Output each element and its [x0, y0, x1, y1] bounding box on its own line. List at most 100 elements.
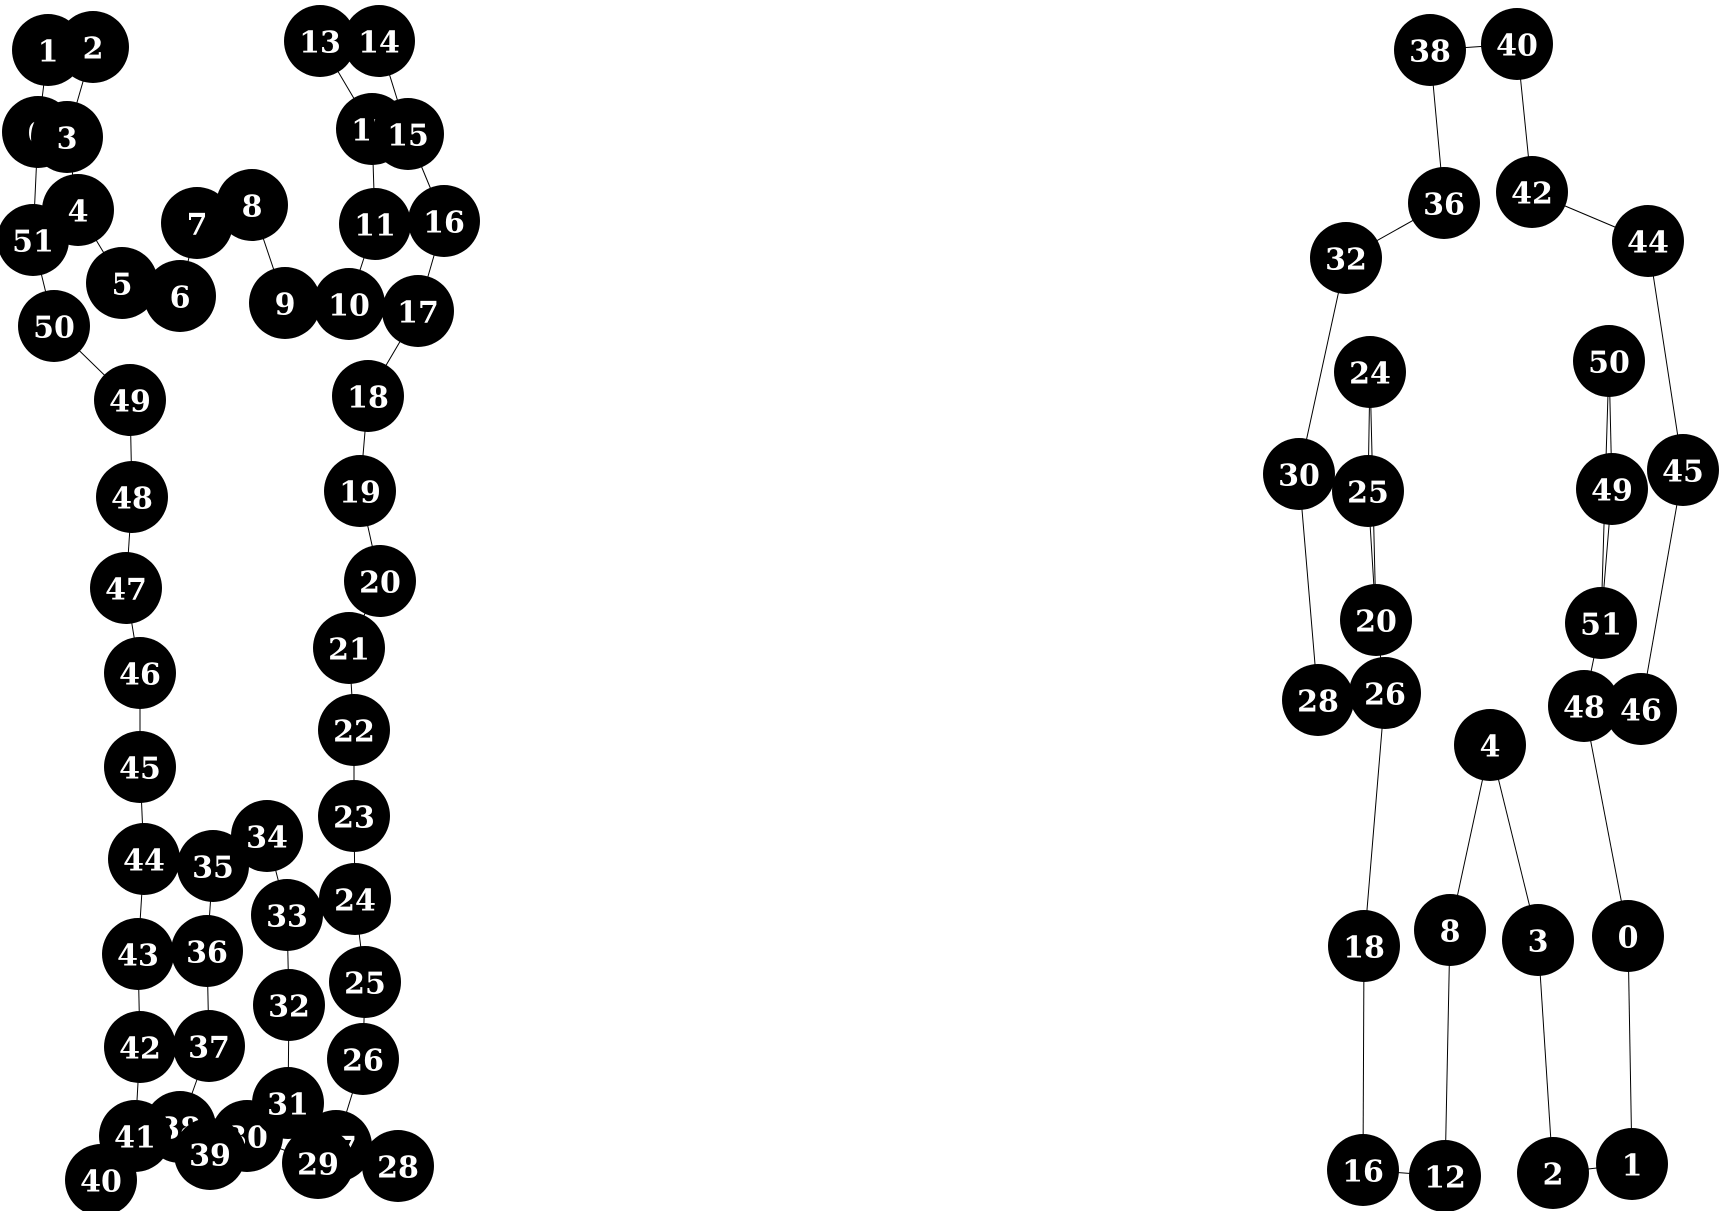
right-node-25: 25 [1332, 455, 1404, 527]
node-circle [1576, 453, 1648, 525]
node-label: 49 [1591, 474, 1633, 509]
node-label: 47 [105, 573, 147, 608]
left-node-5: 5 [86, 247, 158, 319]
node-circle [94, 364, 166, 436]
node-circle [104, 637, 176, 709]
node-label: 14 [358, 26, 400, 61]
node-circle [1592, 900, 1664, 972]
node-label: 33 [266, 900, 308, 935]
node-label: 34 [246, 821, 288, 856]
node-label: 40 [80, 1165, 122, 1200]
node-circle [1548, 670, 1620, 742]
right-node-49: 49 [1576, 453, 1648, 525]
node-circle [144, 260, 216, 332]
right-node-38: 38 [1394, 14, 1466, 86]
node-label: 0 [1618, 921, 1639, 956]
left-node-14: 14 [343, 5, 415, 77]
node-circle [329, 946, 401, 1018]
node-circle [231, 800, 303, 872]
left-node-42: 42 [104, 1011, 176, 1083]
node-circle [1414, 894, 1486, 966]
node-circle [102, 918, 174, 990]
node-circle [1517, 1137, 1589, 1209]
node-label: 42 [119, 1032, 161, 1067]
right-node-42: 42 [1496, 156, 1568, 228]
left-node-29: 29 [282, 1127, 354, 1199]
right-edge-12-8 [1444, 929, 1451, 1177]
node-label: 17 [397, 296, 439, 331]
right-edge-30-28 [1298, 473, 1319, 701]
node-label: 32 [1325, 243, 1367, 278]
node-circle [1409, 1140, 1481, 1211]
node-circle [90, 552, 162, 624]
node-label: 9 [275, 288, 296, 323]
left-node-44: 44 [108, 823, 180, 895]
right-node-24: 24 [1334, 336, 1406, 408]
node-label: 19 [339, 476, 381, 511]
node-label: 41 [114, 1121, 156, 1156]
left-node-16: 16 [408, 185, 480, 257]
node-label: 26 [1364, 678, 1406, 713]
right-node-48: 48 [1548, 670, 1620, 742]
node-circle [408, 185, 480, 257]
node-label: 21 [328, 633, 370, 668]
node-circle [1334, 336, 1406, 408]
node-label: 26 [342, 1044, 384, 1079]
node-circle [1327, 1134, 1399, 1206]
node-label: 31 [267, 1088, 309, 1123]
right-node-50: 50 [1573, 325, 1645, 397]
nodes-layer: 0123456789101112131415161718192021222324… [0, 5, 1719, 1211]
node-circle [18, 290, 90, 362]
node-label: 22 [333, 715, 375, 750]
node-label: 23 [333, 801, 375, 836]
node-circle [344, 545, 416, 617]
node-label: 50 [1588, 346, 1630, 381]
node-circle [173, 1010, 245, 1082]
node-circle [177, 830, 249, 902]
node-label: 51 [1580, 608, 1622, 643]
node-label: 36 [1423, 188, 1465, 223]
node-label: 37 [188, 1031, 230, 1066]
node-circle [372, 98, 444, 170]
right-node-46: 46 [1605, 673, 1677, 745]
node-circle [253, 969, 325, 1041]
node-circle [1310, 222, 1382, 294]
left-node-8: 8 [216, 169, 288, 241]
node-circle [1328, 910, 1400, 982]
node-label: 25 [344, 967, 386, 1002]
node-label: 11 [354, 209, 396, 244]
left-node-20: 20 [344, 545, 416, 617]
node-label: 6 [170, 281, 191, 316]
node-circle [104, 731, 176, 803]
left-node-48: 48 [96, 461, 168, 533]
node-circle [216, 169, 288, 241]
right-node-1: 1 [1596, 1128, 1668, 1200]
right-node-16: 16 [1327, 1134, 1399, 1206]
node-label: 45 [1662, 455, 1704, 490]
left-node-17: 17 [382, 275, 454, 347]
node-label: 43 [117, 939, 159, 974]
node-label: 4 [68, 195, 89, 230]
node-circle [1282, 664, 1354, 736]
node-circle [1496, 156, 1568, 228]
node-circle [104, 1011, 176, 1083]
left-node-19: 19 [324, 455, 396, 527]
node-label: 18 [347, 381, 389, 416]
node-circle [1408, 167, 1480, 239]
node-circle [1263, 438, 1335, 510]
left-node-45: 45 [104, 731, 176, 803]
node-label: 15 [387, 119, 429, 154]
node-label: 49 [109, 385, 151, 420]
right-edge-0-48 [1583, 705, 1629, 937]
node-circle [1340, 584, 1412, 656]
left-node-33: 33 [251, 879, 323, 951]
left-node-24: 24 [319, 863, 391, 935]
node-label: 1 [38, 35, 59, 70]
left-node-15: 15 [372, 98, 444, 170]
node-circle [161, 187, 233, 259]
node-circle [1612, 205, 1684, 277]
node-label: 28 [1297, 685, 1339, 720]
left-node-26: 26 [327, 1023, 399, 1095]
node-label: 36 [186, 936, 228, 971]
left-node-50: 50 [18, 290, 90, 362]
